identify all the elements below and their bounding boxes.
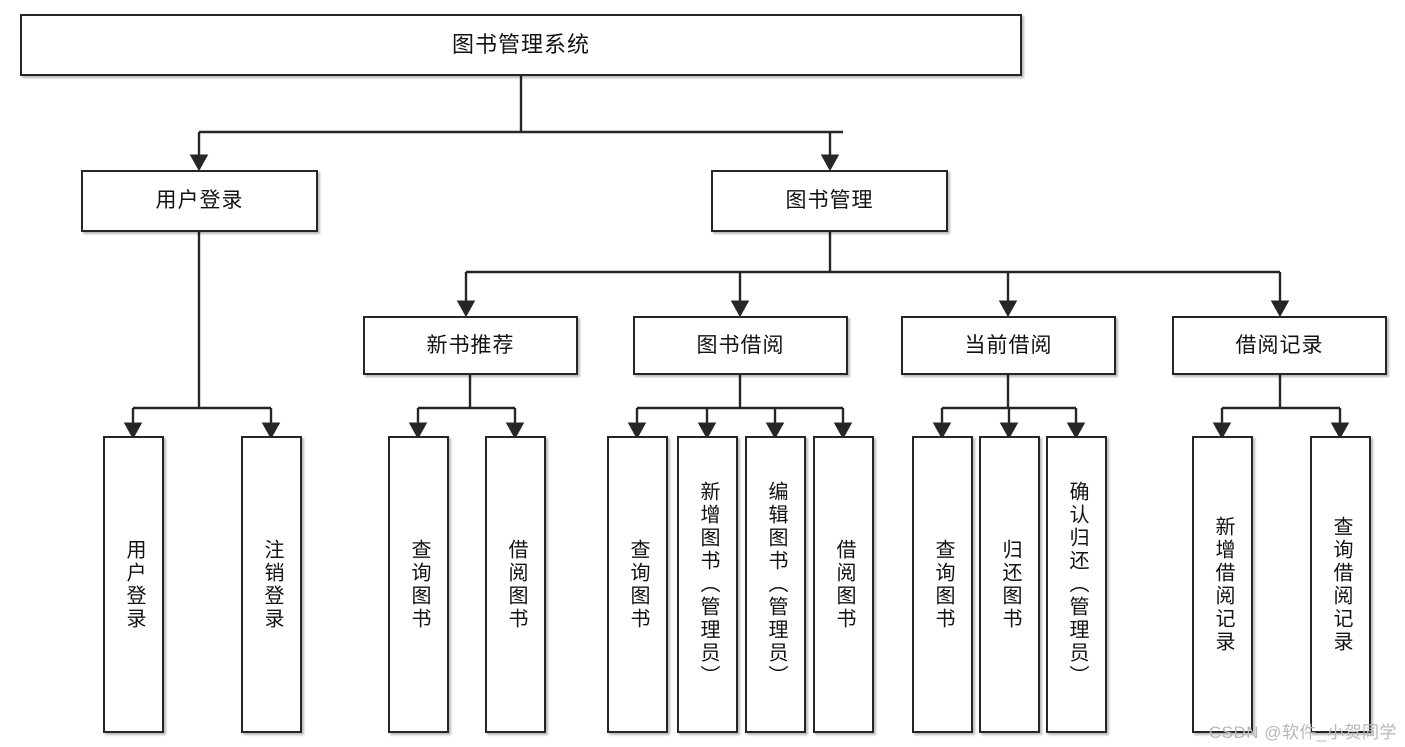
node-leaf-user-login-signout[interactable]: 注销登录 xyxy=(241,436,302,733)
node-leaf-bookborrow-add[interactable]: 新增图书（管理员） xyxy=(677,436,738,733)
node-leaf-newbook-query[interactable]: 查询图书 xyxy=(388,436,449,733)
node-leaf-newbook-borrow[interactable]: 借阅图书 xyxy=(485,436,546,733)
node-new-book-recommend[interactable]: 新书推荐 xyxy=(363,316,578,375)
node-label: 当前借阅 xyxy=(964,333,1053,357)
node-label: 归还图书 xyxy=(999,538,1021,631)
node-label: 用户登录 xyxy=(155,189,244,213)
node-leaf-currentborrow-return[interactable]: 归还图书 xyxy=(979,436,1040,733)
watermark-text: CSDN @软件_小贺同学 xyxy=(1208,723,1397,742)
node-label: 查询图书 xyxy=(408,538,430,631)
node-label: 新书推荐 xyxy=(426,333,515,357)
node-borrow-record[interactable]: 借阅记录 xyxy=(1172,316,1387,375)
node-label: 确认归还（管理员） xyxy=(1066,481,1088,688)
node-label: 图书借阅 xyxy=(696,333,785,357)
node-label: 查询图书 xyxy=(627,538,649,631)
node-label: 新增图书（管理员） xyxy=(697,481,719,688)
node-label: 注销登录 xyxy=(261,538,283,631)
node-label: 查询图书 xyxy=(932,538,954,631)
node-label: 借阅记录 xyxy=(1235,333,1324,357)
node-book-management[interactable]: 图书管理 xyxy=(711,170,948,232)
node-label: 查询借阅记录 xyxy=(1330,515,1352,654)
node-label: 用户登录 xyxy=(123,538,145,631)
node-current-borrow[interactable]: 当前借阅 xyxy=(901,316,1116,375)
node-leaf-user-login-signin[interactable]: 用户登录 xyxy=(103,436,164,733)
node-leaf-currentborrow-confirm-return[interactable]: 确认归还（管理员） xyxy=(1046,436,1107,733)
node-user-login[interactable]: 用户登录 xyxy=(81,170,318,232)
node-root-system[interactable]: 图书管理系统 xyxy=(20,14,1022,76)
node-label: 新增借阅记录 xyxy=(1212,515,1234,654)
node-leaf-bookborrow-query[interactable]: 查询图书 xyxy=(607,436,668,733)
node-label: 借阅图书 xyxy=(833,538,855,631)
node-leaf-bookborrow-borrow[interactable]: 借阅图书 xyxy=(813,436,874,733)
node-label: 编辑图书（管理员） xyxy=(765,481,787,688)
node-label: 图书管理 xyxy=(785,189,874,213)
node-leaf-borrowrecord-query[interactable]: 查询借阅记录 xyxy=(1310,436,1371,733)
node-leaf-borrowrecord-add[interactable]: 新增借阅记录 xyxy=(1192,436,1253,733)
node-label: 借阅图书 xyxy=(505,538,527,631)
node-leaf-currentborrow-query[interactable]: 查询图书 xyxy=(912,436,973,733)
node-book-borrow[interactable]: 图书借阅 xyxy=(633,316,848,375)
node-label: 图书管理系统 xyxy=(451,31,590,57)
node-leaf-bookborrow-edit[interactable]: 编辑图书（管理员） xyxy=(745,436,806,733)
